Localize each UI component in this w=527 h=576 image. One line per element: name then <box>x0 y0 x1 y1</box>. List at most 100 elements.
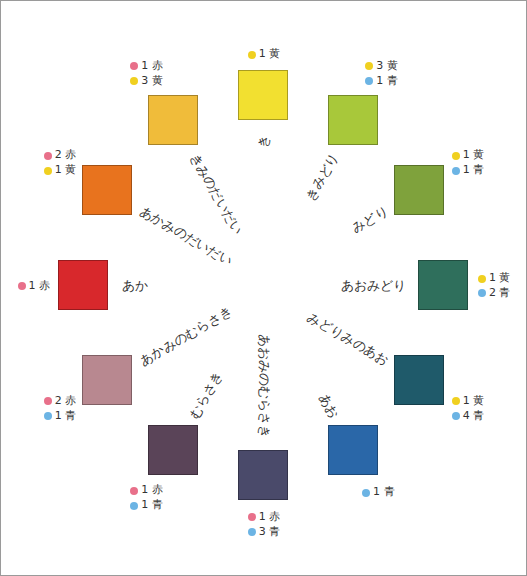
recipe-amount: 2 赤 <box>55 148 77 163</box>
color-name: あおみどり <box>341 278 406 294</box>
recipe-line: 2 赤 <box>44 148 77 163</box>
recipe-line: 1 青 <box>44 409 77 424</box>
recipe-line: 3 黄 <box>365 59 398 74</box>
recipe-amount: 1 黄 <box>463 148 485 163</box>
recipe-line: 1 黄 <box>478 271 511 286</box>
dye-dot <box>44 152 52 160</box>
dye-dot <box>18 282 26 290</box>
recipe-amount: 1 青 <box>141 498 163 513</box>
recipe-amount: 1 黄 <box>489 271 511 286</box>
recipe-line: 1 黄 <box>248 47 281 62</box>
color-name: きみどり <box>302 150 342 203</box>
dye-recipe: 1 赤3 青 <box>248 510 281 540</box>
recipe-amount: 1 青 <box>463 163 485 178</box>
color-name: あかみのむらさき <box>137 303 235 369</box>
recipe-amount: 1 赤 <box>259 510 281 525</box>
recipe-amount: 1 青 <box>376 74 398 89</box>
dye-dot <box>44 167 52 175</box>
dye-dot <box>248 513 256 521</box>
color-swatch: みどり1 黄1 青 <box>394 165 444 215</box>
color-swatch: むらさき1 赤1 青 <box>148 425 198 475</box>
recipe-amount: 1 黄 <box>259 47 281 62</box>
recipe-amount: 2 赤 <box>55 394 77 409</box>
recipe-amount: 1 青 <box>373 485 395 500</box>
dye-recipe: 2 赤1 黄 <box>44 148 77 178</box>
recipe-line: 2 青 <box>478 286 511 301</box>
dye-recipe: 1 赤 <box>18 279 51 294</box>
color-name: あか <box>122 278 148 294</box>
dye-dot <box>248 528 256 536</box>
color-name: き <box>256 134 272 147</box>
recipe-line: 1 赤 <box>248 510 281 525</box>
dye-dot <box>452 397 460 405</box>
color-name: むらさき <box>186 369 226 422</box>
color-swatch: きみどり3 黄1 青 <box>328 95 378 145</box>
recipe-line: 1 青 <box>362 485 395 500</box>
dye-dot <box>452 167 460 175</box>
dye-recipe: 1 黄 <box>248 47 281 62</box>
recipe-amount: 1 青 <box>55 409 77 424</box>
dye-dot <box>478 289 486 297</box>
color-name: みどりみのあお <box>304 310 391 369</box>
dye-dot <box>130 487 138 495</box>
recipe-line: 1 黄 <box>452 148 485 163</box>
color-swatch: あかみのむらさき2 赤1 青 <box>82 355 132 405</box>
color-name: あお <box>315 391 342 421</box>
color-name: あおみのむらさき <box>256 334 272 438</box>
recipe-line: 1 青 <box>452 163 485 178</box>
dye-recipe: 1 黄4 青 <box>452 394 485 424</box>
dye-dot <box>478 275 486 283</box>
color-swatch: あおみのむらさき1 赤3 青 <box>238 450 288 500</box>
recipe-amount: 1 赤 <box>141 59 163 74</box>
recipe-amount: 3 青 <box>259 525 281 540</box>
dye-dot <box>130 62 138 70</box>
dye-dot <box>452 412 460 420</box>
color-swatch: あかみのだいだい2 赤1 黄 <box>82 165 132 215</box>
recipe-line: 2 赤 <box>44 394 77 409</box>
recipe-line: 1 黄 <box>452 394 485 409</box>
recipe-line: 1 赤 <box>130 59 163 74</box>
color-swatch: あか1 赤 <box>58 260 108 310</box>
color-swatch: き1 黄 <box>238 70 288 120</box>
recipe-amount: 2 青 <box>489 286 511 301</box>
recipe-line: 1 赤 <box>18 279 51 294</box>
dye-dot <box>248 51 256 59</box>
recipe-amount: 1 黄 <box>463 394 485 409</box>
color-swatch: みどりみのあお1 黄4 青 <box>394 355 444 405</box>
dye-dot <box>362 489 370 497</box>
color-swatch: きみのだいだい1 赤3 黄 <box>148 95 198 145</box>
recipe-amount: 1 赤 <box>141 483 163 498</box>
recipe-amount: 1 黄 <box>55 163 77 178</box>
recipe-line: 1 赤 <box>130 483 163 498</box>
dye-recipe: 1 黄1 青 <box>452 148 485 178</box>
color-swatch: あおみどり1 黄2 青 <box>418 260 468 310</box>
recipe-line: 4 青 <box>452 409 485 424</box>
dye-recipe: 1 赤1 青 <box>130 483 163 513</box>
dye-dot <box>452 152 460 160</box>
recipe-line: 1 青 <box>130 498 163 513</box>
dye-recipe: 1 赤3 黄 <box>130 59 163 89</box>
dye-recipe: 3 黄1 青 <box>365 59 398 89</box>
color-name: きみのだいだい <box>186 150 245 237</box>
recipe-line: 3 青 <box>248 525 281 540</box>
recipe-amount: 3 黄 <box>141 74 163 89</box>
dye-recipe: 1 青 <box>362 485 395 500</box>
recipe-line: 3 黄 <box>130 74 163 89</box>
recipe-amount: 4 青 <box>463 409 485 424</box>
dye-dot <box>365 77 373 85</box>
recipe-line: 1 青 <box>365 74 398 89</box>
dye-recipe: 2 赤1 青 <box>44 394 77 424</box>
dye-dot <box>130 502 138 510</box>
recipe-amount: 3 黄 <box>376 59 398 74</box>
dye-recipe: 1 黄2 青 <box>478 271 511 301</box>
color-name: みどり <box>349 203 391 236</box>
color-swatch: あお1 青 <box>328 425 378 475</box>
dye-dot <box>44 397 52 405</box>
dye-dot <box>130 77 138 85</box>
dye-dot <box>44 412 52 420</box>
recipe-line: 1 黄 <box>44 163 77 178</box>
recipe-amount: 1 赤 <box>29 279 51 294</box>
dye-dot <box>365 62 373 70</box>
